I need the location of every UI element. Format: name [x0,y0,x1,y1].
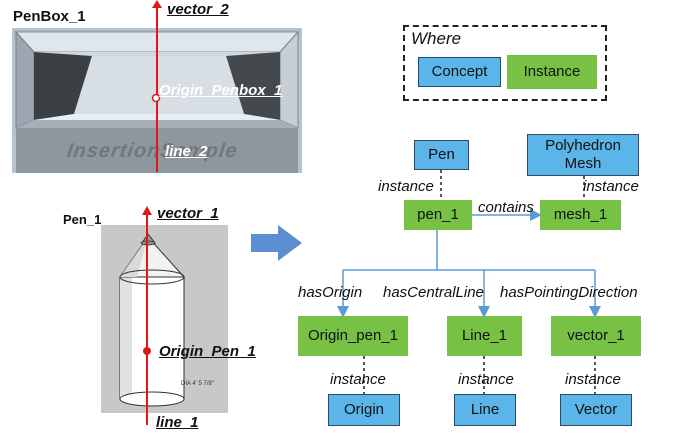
instance-pen-1: pen_1 [404,200,472,230]
edge-label-has-origin: hasOrigin [298,284,363,301]
pen-origin-label: Origin_Pen_1 [159,343,256,360]
concept-polyhedron-mesh: Polyhedron Mesh [527,134,639,176]
pen-image: DIA 4' 5 7/8" [101,225,228,413]
penbox-title: PenBox_1 [13,8,86,25]
edge-label-origin-instance: instance [330,371,386,388]
legend-title: Where [411,29,462,48]
pen-line-label: line_1 [156,414,199,431]
instance-vector-1: vector_1 [551,316,641,356]
concept-pen: Pen [414,140,469,170]
edge-label-pen-instance: instance [378,178,434,195]
concept-origin: Origin [328,394,400,426]
pen-title: Pen_1 [63,212,102,227]
edge-label-has-pointing-direction: hasPointingDirection [500,284,638,301]
pen-origin-marker [143,347,151,355]
penbox-axis-arrowhead [152,0,162,8]
right-arrow-icon [251,225,302,261]
legend-concept-swatch: Concept [418,57,501,87]
concept-vector: Vector [560,394,632,426]
concept-line: Line [454,394,516,426]
legend-instance-swatch: Instance [507,55,597,89]
instance-line-1: Line_1 [447,316,522,356]
penbox-line-label: line_2 [165,143,208,160]
instance-origin-pen-1: Origin_pen_1 [298,316,408,356]
edge-label-has-central-line: hasCentralLine [383,284,484,301]
legend-box [403,25,607,101]
instance-mesh-1: mesh_1 [540,200,621,230]
edge-label-line-instance: instance [458,371,514,388]
penbox-origin-marker [151,93,161,103]
penbox-origin-label: Origin_Penbox_1 [159,82,283,99]
penbox-vector-label: vector_2 [167,1,229,18]
pen-vector-label: vector_1 [157,205,219,222]
edge-label-vector-instance: instance [565,371,621,388]
edge-label-contains: contains [478,199,534,216]
pen-dimension-text: DIA 4' 5 7/8" [181,381,214,387]
pen-axis-arrowhead [142,206,152,215]
edge-label-mesh-instance: instance [583,178,639,195]
